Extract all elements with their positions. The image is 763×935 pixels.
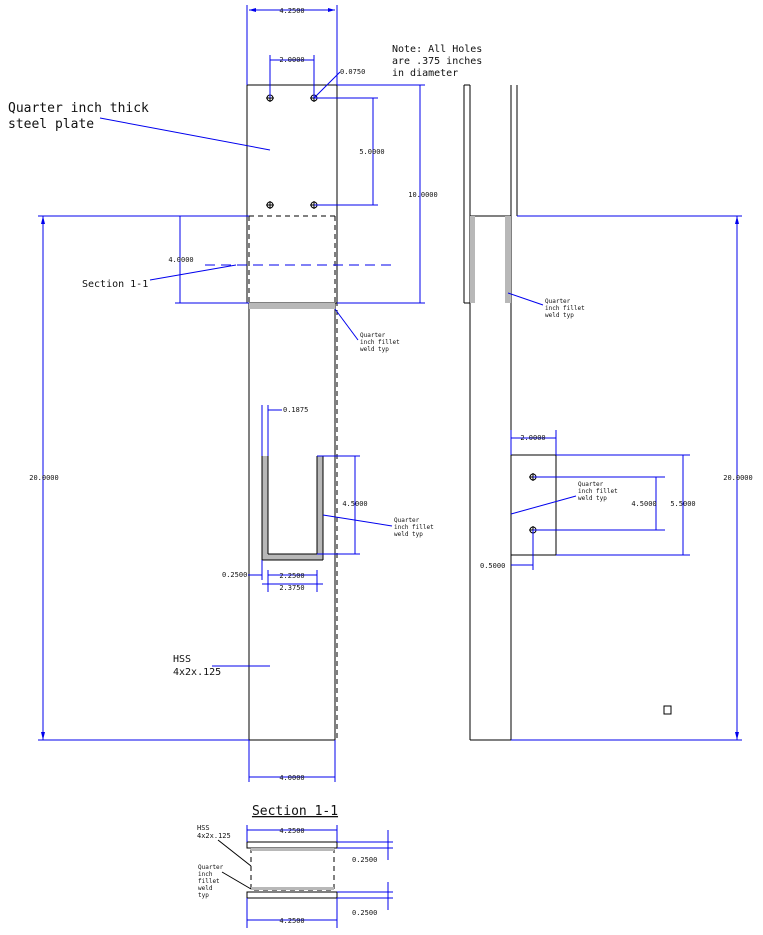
section-title: Section 1-1 [252,804,338,819]
dim-hole-edge: 0.0750 [340,68,365,76]
dim-side-hole-spacing: 4.5000 [631,500,656,508]
leader-plate [99,117,271,151]
note-side-weld2-line1: Quarter [578,481,604,488]
note-side-weld-line3: weld typ [545,312,574,319]
side-weld-left [470,216,475,303]
front-notes: Note: All Holes are .375 inches in diame… [8,44,482,678]
note-side-weld-line2: inch fillet [545,305,585,312]
dim-slot-offset: 0.2500 [222,571,247,579]
note-weld-slot-line3: weld typ [394,531,423,538]
section-weld-line1: Quarter [198,864,224,871]
note-hss-line1: HSS [173,654,191,665]
section-weld-line3: fillet [198,878,220,885]
leader-section-hss [217,839,252,867]
dim-overall-height-right: 20.0000 [723,474,753,482]
note-holes-line2: are .375 inches [392,56,482,67]
note-weld-line2: inch fillet [360,339,400,346]
section-tube [250,849,335,891]
note-weld-slot-line1: Quarter [394,517,420,524]
side-notes: Quarter inch fillet weld typ Quarter inc… [507,292,618,515]
steel-plate-outline [246,84,338,304]
note-holes-line3: in diameter [392,68,458,79]
dim-hole-spacing-x: 2.0000 [279,56,304,64]
note-plate-line1: Quarter inch thick [8,101,149,116]
dim-overlap: 4.0000 [168,256,193,264]
side-dimensions: 20.0000 2.0000 4.5000 5.5000 0.5000 [480,215,753,741]
note-side-weld-line1: Quarter [545,298,571,305]
section-top-plate [246,841,338,849]
ucs-icon [663,705,672,715]
dim-plate-height: 10.0000 [408,191,438,199]
section-hss-line1: HSS [197,824,210,832]
front-view [205,84,395,741]
note-weld-line1: Quarter [360,332,386,339]
slot-cutout [261,456,324,561]
note-hss-line2: 4x2x.125 [173,667,221,678]
leader-section-weld [221,871,252,890]
side-view [463,84,557,741]
dim-section-top-width: 4.2500 [279,827,304,835]
section-bottom-plate [246,891,338,899]
dim-section-right-top: 0.2500 [352,856,377,864]
dim-slot-height: 4.5000 [342,500,367,508]
dim-overall-height-left: 20.0000 [29,474,59,482]
dim-section-right-bottom: 0.2500 [352,909,377,917]
leader-weld-slot [322,514,393,527]
note-section-ref: Section 1-1 [82,279,148,290]
dim-slot-inner: 2.2500 [279,572,304,580]
note-side-weld2-line2: inch fillet [578,488,618,495]
section-1-1: Section 1-1 4.2500 4.2500 0.2500 0.2500 … [197,804,393,928]
leader-weld-plate [334,308,359,341]
dim-tube-width: 4.0000 [279,774,304,782]
section-weld-line5: typ [198,892,209,899]
side-weld-right [505,216,511,303]
plate-weld [249,303,335,309]
section-weld-line4: weld [198,885,213,892]
front-dimensions: 4.2500 2.0000 0.0750 5.0000 10.0000 4.00… [29,5,438,782]
leader-section [149,264,237,281]
dim-side-edge: 0.5000 [480,562,505,570]
plate-holes [266,94,318,209]
dim-slot-wall: 0.1875 [283,406,308,414]
dim-section-bottom-width: 4.2500 [279,917,304,925]
dim-slot-outer: 2.3750 [279,584,304,592]
dim-side-plate-height: 5.5000 [670,500,695,508]
leader-side-weld-top [507,292,544,306]
note-weld-line3: weld typ [360,346,389,353]
dim-side-hole-x: 2.0000 [520,434,545,442]
leader-side-weld-plate [510,495,577,515]
note-holes-line1: Note: All Holes [392,44,482,55]
dim-plate-width: 4.2500 [279,7,304,15]
section-hss-line2: 4x2x.125 [197,832,231,840]
dim-hole-spacing-y: 5.0000 [359,148,384,156]
note-side-weld2-line3: weld typ [578,495,607,502]
note-weld-slot-line2: inch fillet [394,524,434,531]
section-weld-line2: inch [198,871,213,878]
note-plate-line2: steel plate [8,117,94,132]
